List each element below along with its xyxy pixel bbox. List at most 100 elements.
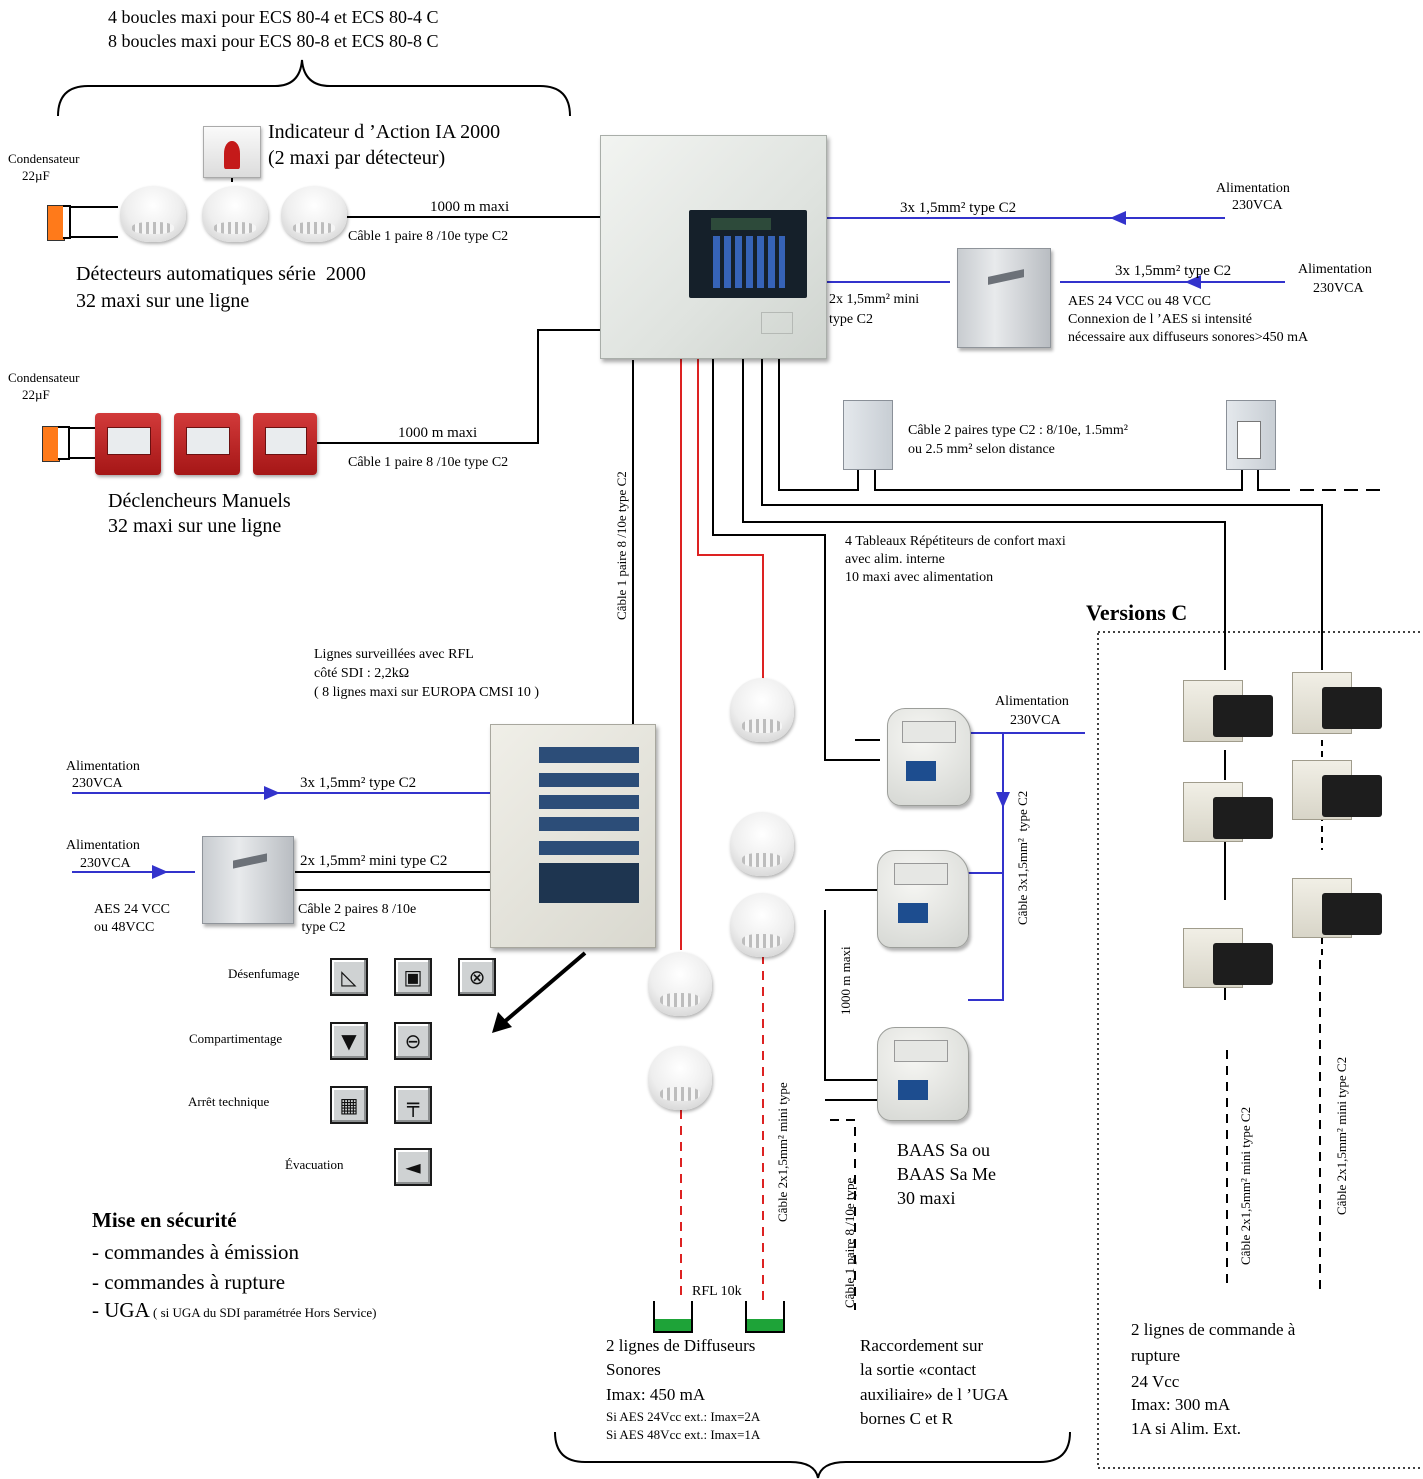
cmsi-lines-label: Lignes surveillées avec RFL bbox=[314, 647, 474, 662]
versionc-label-4: Imax: 300 mA bbox=[1131, 1395, 1231, 1414]
manual-call-point bbox=[174, 413, 240, 475]
aux-cable bbox=[742, 355, 1226, 670]
sounder bbox=[648, 952, 712, 1016]
safety-item-2: - commandes à rupture bbox=[92, 1270, 286, 1294]
sounder bbox=[730, 812, 794, 876]
smoke-detector bbox=[202, 186, 268, 242]
repeater-cable-section: ou 2.5 mm² selon distance bbox=[908, 442, 1055, 457]
versionc-cable-right: Câble 2x1,5mm² mini type C2 bbox=[1334, 1056, 1349, 1215]
baas-supply-label: Alimentation bbox=[995, 694, 1069, 709]
detector-loop-cable bbox=[70, 206, 600, 238]
fire-door-icon: ▼ bbox=[330, 1022, 368, 1060]
baas-power-cable bbox=[968, 732, 1085, 1001]
safety-item-3: - UGA ( si UGA du SDI paramétrée Hors Se… bbox=[92, 1298, 376, 1323]
bottom-brace bbox=[554, 1431, 1071, 1479]
versionc-label-2: rupture bbox=[1131, 1346, 1181, 1365]
fan-icon: ⊗ bbox=[458, 958, 496, 996]
capacitor-plate bbox=[58, 426, 70, 460]
baas-alarm-unit bbox=[887, 708, 971, 806]
repeater-note-1: 4 Tableaux Répétiteurs de confort maxi bbox=[845, 534, 1066, 549]
versionc-label-5: 1A si Alim. Ext. bbox=[1131, 1419, 1242, 1438]
safety-smoke-control: Désenfumage bbox=[228, 966, 300, 981]
cmsi-aes-power-supply bbox=[202, 836, 294, 924]
actuator-motor bbox=[1213, 797, 1273, 839]
capacitor-label: Condensateur bbox=[8, 151, 80, 166]
manual-label: Déclencheurs Manuels bbox=[108, 490, 291, 512]
sounder-label-4: Si AES 24Vcc ext.: Imax=2A bbox=[606, 1409, 761, 1424]
versionc-cable-2 bbox=[761, 355, 1323, 670]
baas-alarm-unit bbox=[877, 1027, 969, 1121]
versionc-label-3: 24 Vcc bbox=[1131, 1372, 1180, 1391]
cmsi-aes-cable bbox=[295, 871, 490, 891]
manual-loop-cable bbox=[70, 329, 600, 459]
safety-item-1: - commandes à émission bbox=[92, 1240, 300, 1264]
uga-aux-label-4: bornes C et R bbox=[860, 1409, 954, 1428]
safety-technical-stop: Arrêt technique bbox=[188, 1094, 270, 1109]
baas-aux-dash bbox=[830, 1119, 856, 1310]
uga-aux-label-3: auxiliaire» de l ’UGA bbox=[860, 1385, 1009, 1404]
sounder-eol-resistor bbox=[653, 1301, 693, 1333]
cmsi-lines-max: ( 8 lignes maxi sur EUROPA CMSI 10 ) bbox=[314, 685, 540, 700]
aes-supply-voltage: 230VCA bbox=[1313, 281, 1364, 296]
sounder-label-1: 2 lignes de Diffuseurs bbox=[606, 1336, 756, 1355]
baas-distance: 1000 m maxi bbox=[838, 946, 853, 1015]
cmsi-lines-rfl: côté SDI : 2,2kΩ bbox=[314, 666, 410, 681]
header-brace bbox=[57, 59, 571, 117]
baas-label-2: BAAS Sa Me bbox=[897, 1164, 997, 1184]
baas-supply-voltage: 230VCA bbox=[1010, 713, 1061, 728]
aes-voltage-note: AES 24 VCC ou 48 VCC bbox=[1068, 294, 1212, 309]
cmsi-aes-supply-voltage: 230VCA bbox=[80, 856, 131, 871]
aes-supply-label: Alimentation bbox=[1298, 262, 1372, 277]
sounder-eol-resistor bbox=[745, 1301, 785, 1333]
manual-max: 32 maxi sur une ligne bbox=[108, 515, 282, 537]
aes-current-note: nécessaire aux diffuseurs sonores>450 mA bbox=[1068, 330, 1309, 345]
technical-stop-icon: ▦ bbox=[330, 1086, 368, 1124]
repeater-note-3: 10 maxi avec alimentation bbox=[845, 570, 994, 585]
manual-cable: Câble 1 paire 8 /10e type C2 bbox=[348, 455, 509, 470]
arrow-cmsi-power bbox=[264, 786, 280, 800]
cmsi-aes-cable-label: 2x 1,5mm² mini type C2 bbox=[300, 853, 448, 869]
sounder-label-2: Sonores bbox=[606, 1360, 661, 1379]
arrow-cmsi-aes bbox=[152, 865, 168, 879]
repeater-cable-label: Câble 2 paires type C2 : 8/10e, 1.5mm² bbox=[908, 423, 1128, 438]
smoke-vent-icon: ◺ bbox=[330, 958, 368, 996]
sounder-icon: ◄ bbox=[394, 1148, 432, 1186]
repeater-cable bbox=[778, 355, 1290, 491]
actuator-motor bbox=[1213, 943, 1273, 985]
smoke-detector bbox=[120, 186, 186, 242]
cmsi-aes-voltage-alt: ou 48VCC bbox=[94, 920, 155, 935]
safety-item-3-main: - UGA bbox=[92, 1298, 150, 1322]
manual-call-point bbox=[95, 413, 161, 475]
ecs-supply-label: Alimentation bbox=[1216, 181, 1290, 196]
actuator-motor bbox=[1322, 687, 1382, 729]
cmsi-aes-voltage: AES 24 VCC bbox=[94, 902, 170, 917]
sounder bbox=[648, 1046, 712, 1110]
cmsi-supply-label: Alimentation bbox=[66, 759, 140, 774]
versionc-cable-left: Câble 2x1,5mm² mini type C2 bbox=[1238, 1106, 1253, 1265]
cmsi-link-cable-label: Câble 1 paire 8 /10e type C2 bbox=[614, 471, 629, 620]
baas-alarm-unit bbox=[877, 850, 969, 948]
sounder-label-3: Imax: 450 mA bbox=[606, 1385, 706, 1404]
aes-cable-label: 2x 1,5mm² mini bbox=[829, 292, 920, 307]
manual-distance: 1000 m maxi bbox=[398, 425, 478, 441]
aes-connection-note: Connexion de l ’AES si intensité bbox=[1068, 312, 1252, 327]
arrow-ecs-power bbox=[1110, 211, 1126, 225]
repeater-panel bbox=[1226, 400, 1276, 470]
arrow-aes-power bbox=[1185, 275, 1201, 289]
capacitor-value: 22µF bbox=[22, 168, 50, 183]
capacitor-value: 22µF bbox=[22, 387, 50, 402]
sounder-cable-label: Câble 2x1,5mm² mini type bbox=[775, 1082, 790, 1222]
damper-icon: ⊖ bbox=[394, 1022, 432, 1060]
baas-bus bbox=[824, 570, 880, 1081]
aes-cable-type: type C2 bbox=[829, 312, 873, 327]
sounder-rfl-label: RFL 10k bbox=[692, 1284, 742, 1299]
versionc-label-1: 2 lignes de commande à bbox=[1131, 1320, 1296, 1339]
baas-link-cable bbox=[712, 355, 826, 570]
aes-power-cable-label: 3x 1,5mm² type C2 bbox=[1115, 263, 1232, 279]
sounder bbox=[730, 893, 794, 957]
detector-label: Détecteurs automatiques série 2000 bbox=[76, 263, 366, 285]
capacitor-plate bbox=[63, 205, 71, 239]
actuator-motor bbox=[1213, 695, 1273, 737]
exhaust-icon: ▣ bbox=[394, 958, 432, 996]
header-line-2: 8 boucles maxi pour ECS 80-8 et ECS 80-8… bbox=[108, 31, 439, 51]
